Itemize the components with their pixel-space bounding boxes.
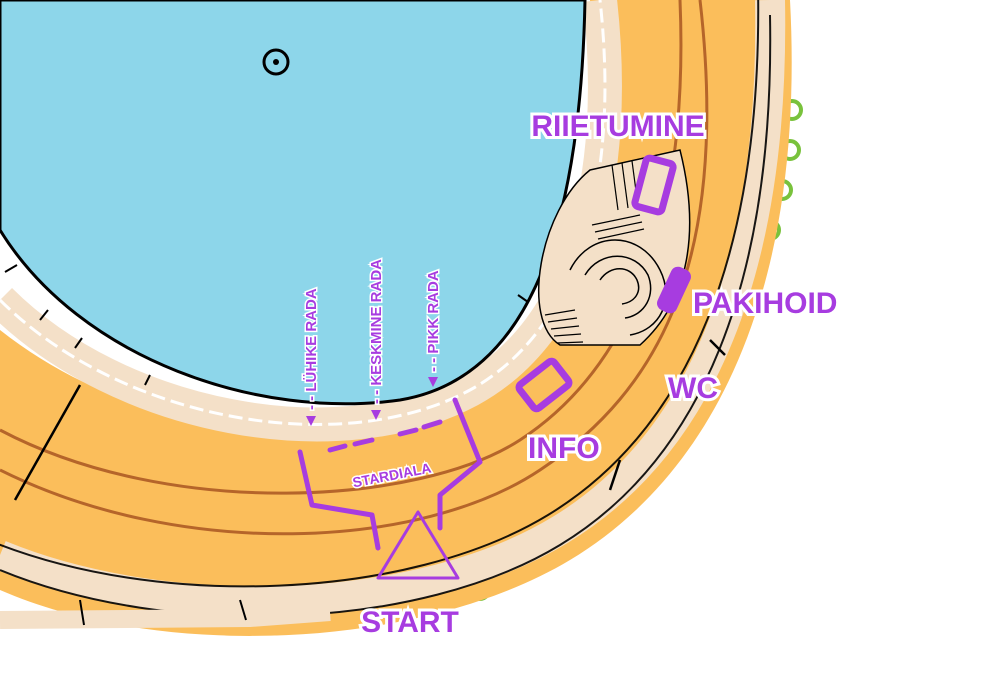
start-area-outline — [297, 449, 381, 551]
luhike-rada-label: - - LÜHIKE RADA — [303, 288, 320, 410]
control-circle-icon — [262, 48, 290, 76]
info-label: INFO — [528, 432, 600, 465]
contour-line — [0, 0, 709, 536]
pakihoid-label: PAKIHOID — [693, 287, 837, 320]
keskmine-rada-label: - - KESKMINE RADA — [368, 259, 385, 404]
wc-label: WC — [668, 372, 718, 405]
riietumine-label: RIIETUMINE — [531, 110, 704, 143]
riietumine-box — [631, 154, 677, 216]
pikk-rada-label: - - PIKK RADA — [425, 270, 442, 372]
info-box — [515, 357, 573, 413]
pakihoid-box — [657, 266, 691, 314]
outer-paved-path — [0, 0, 786, 617]
course-overprint — [297, 154, 691, 580]
amphitheatre — [538, 149, 691, 346]
pond — [0, 0, 587, 406]
lane-arrows — [306, 377, 438, 426]
start-triangle — [376, 510, 460, 580]
start-label: START — [361, 606, 459, 639]
